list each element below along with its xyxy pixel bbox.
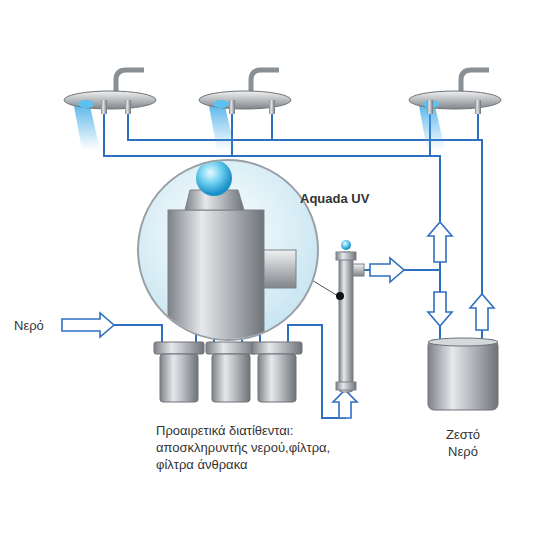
hot-water-tank xyxy=(428,338,498,410)
product-name: Aquada UV xyxy=(300,190,420,207)
uv-unit xyxy=(336,240,364,392)
inlet-label: Νερό xyxy=(14,317,64,334)
magnifier xyxy=(138,160,338,350)
note-text: Προαιρετικά διατίθενται: αποσκληρυντής ν… xyxy=(156,422,356,473)
shower-heads xyxy=(64,70,501,150)
filter-cartridges xyxy=(154,342,302,402)
pipes xyxy=(104,110,482,418)
node-label: Ζεστό Νερό xyxy=(433,426,493,460)
tank-node: Ζεστό Νερό xyxy=(418,336,508,460)
